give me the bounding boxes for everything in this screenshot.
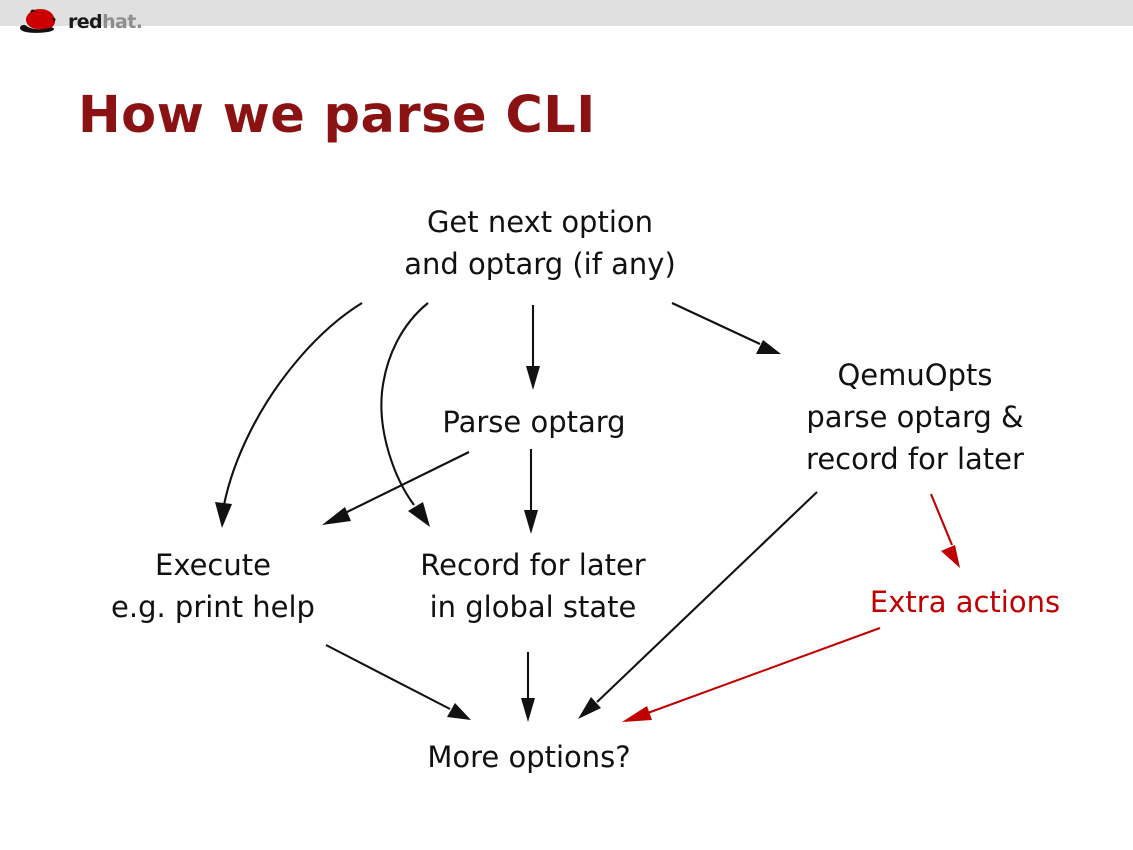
node-more-options-line-0: More options? [427,740,630,774]
node-qemuopts-line-0: QemuOpts [837,358,992,392]
redhat-wordmark: redhat. [68,10,143,33]
node-qemuopts-line-1: parse optarg & [806,400,1023,434]
node-parse-optarg: Parse optarg [442,405,625,439]
page-title: How we parse CLI [78,86,596,145]
node-get-next-option: Get next option and optarg (if any) [404,205,676,281]
node-more-options: More options? [427,740,630,774]
node-qemuopts: QemuOpts parse optarg & record for later [806,358,1024,476]
logo-word-red: red [68,10,103,33]
node-execute-line-0: Execute [155,548,271,582]
edge-record-to-more [521,652,535,722]
logo-word-hat: hat [102,10,136,33]
node-execute-line-1: e.g. print help [111,590,315,624]
node-get-next-option-line-0: Get next option [427,205,653,239]
header-band [0,0,1133,26]
edge-get-to-record [380,302,430,527]
node-execute: Execute e.g. print help [111,548,315,624]
redhat-shadowman-icon [18,6,64,34]
node-record-for-later-line-1: in global state [430,590,637,624]
node-get-next-option-line-1: and optarg (if any) [404,247,676,281]
edge-parse-to-execute [322,451,470,525]
edge-qemuopts-to-more [578,491,818,719]
node-extra-actions-line-0: Extra actions [870,585,1060,619]
node-qemuopts-line-2: record for later [806,442,1024,476]
edge-qemuopts-to-extra [930,493,960,568]
edge-parse-to-record [524,449,538,534]
edge-get-to-execute [215,302,363,528]
node-extra-actions: Extra actions [870,585,1060,619]
node-parse-optarg-line-0: Parse optarg [442,405,625,439]
node-record-for-later-line-0: Record for later [420,548,646,582]
node-record-for-later: Record for later in global state [420,548,646,624]
edge-execute-to-more [325,644,471,720]
redhat-logo: redhat. [18,3,143,37]
logo-word-dot: . [135,10,143,33]
edge-get-to-parse [526,305,540,390]
edge-get-to-qemuopts [671,302,781,354]
edge-extra-to-more [622,627,881,722]
